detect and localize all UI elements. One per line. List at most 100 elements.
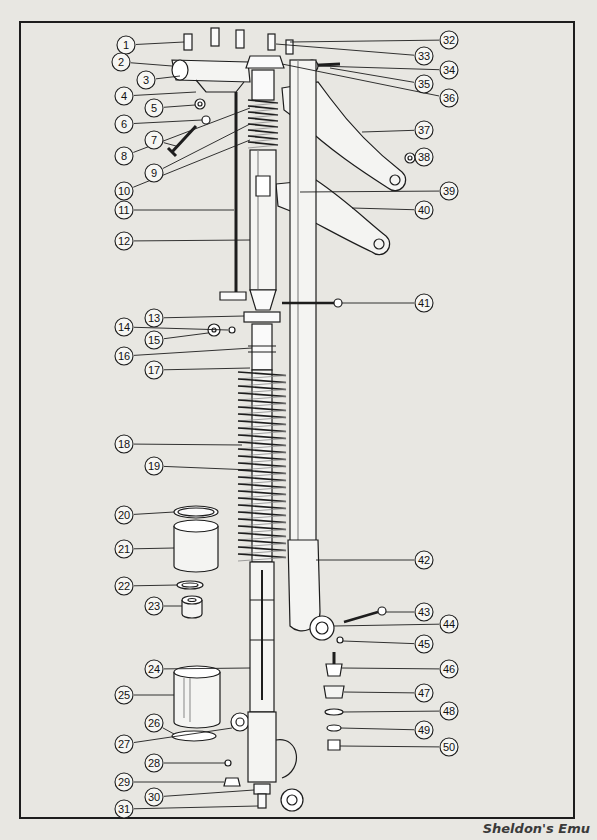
- callout-circle: [440, 738, 458, 756]
- leader-line: [164, 606, 182, 607]
- spring-coil: [238, 470, 286, 474]
- fork-part: [195, 99, 205, 109]
- fork-part: [257, 150, 258, 290]
- callout-number: 19: [145, 457, 163, 475]
- watermark: Sheldon's Emu: [483, 821, 590, 837]
- spring-coil: [238, 523, 286, 527]
- leader-line: [164, 790, 254, 796]
- fork-part: [250, 562, 274, 712]
- fork-part: [344, 612, 378, 622]
- spring-coil: [238, 397, 286, 401]
- spring-coil: [238, 488, 286, 492]
- spring-coil: [248, 100, 278, 103]
- fork-part: [202, 116, 210, 124]
- spring-coil: [238, 477, 286, 481]
- spring-coil: [238, 411, 286, 415]
- callout-circle: [440, 61, 458, 79]
- callout-number: 38: [415, 148, 433, 166]
- leader-line: [362, 130, 414, 132]
- fork-part: [182, 583, 198, 587]
- callout-circle: [415, 75, 433, 93]
- callout-number: 14: [115, 318, 133, 336]
- spring-coil: [238, 519, 286, 523]
- callout-circle: [440, 702, 458, 720]
- spring-coil: [238, 530, 286, 534]
- spring-coil: [238, 498, 286, 502]
- fork-part: [174, 526, 218, 572]
- callout-circle: [440, 31, 458, 49]
- callout-number: 34: [440, 61, 458, 79]
- leader-line: [131, 63, 172, 66]
- fork-part: [408, 156, 412, 160]
- callout-circle: [145, 597, 163, 615]
- spring-coil: [238, 460, 286, 464]
- spring-coil: [238, 509, 286, 513]
- fork-part: [337, 637, 343, 643]
- spring-coil: [238, 484, 286, 488]
- fork-part: [297, 60, 298, 550]
- callout-number: 23: [145, 597, 163, 615]
- leader-line: [282, 64, 439, 96]
- callout-circle: [440, 615, 458, 633]
- callout-circle: [415, 121, 433, 139]
- spring-coil: [238, 432, 286, 436]
- leader-line: [134, 92, 196, 95]
- fork-part: [184, 34, 192, 50]
- leader-line: [342, 303, 414, 304]
- leader-line: [134, 782, 224, 783]
- callout-number: 7: [145, 131, 163, 149]
- leader-line: [134, 695, 174, 696]
- spring-coil: [238, 495, 286, 499]
- leader-line: [164, 316, 244, 318]
- callout-circle: [115, 147, 133, 165]
- fork-part: [326, 664, 342, 676]
- spring-coil: [238, 442, 286, 446]
- callout-circle: [115, 201, 133, 219]
- callout-number: 25: [115, 686, 133, 704]
- spring-coil: [238, 537, 286, 541]
- spring-coil: [248, 109, 278, 112]
- leader-line: [343, 711, 439, 713]
- callout-number: 46: [440, 660, 458, 678]
- leader-line: [316, 560, 414, 561]
- callout-number: 29: [115, 773, 133, 791]
- leader-line: [164, 466, 252, 470]
- leader-line: [164, 333, 208, 339]
- spring-coil: [248, 103, 278, 106]
- callout-circle: [112, 31, 458, 818]
- spring-coil: [238, 554, 286, 558]
- callout-circle: [145, 164, 163, 182]
- callout-number: 45: [415, 635, 433, 653]
- callout-circle: [145, 660, 163, 678]
- callout-circle: [415, 551, 433, 569]
- spring-coil: [248, 115, 278, 118]
- spring-coil: [238, 404, 286, 408]
- leader-line: [163, 124, 250, 168]
- fork-part: [177, 581, 203, 589]
- leader-line: [330, 68, 414, 82]
- spring-coil: [238, 407, 286, 411]
- callout-circle: [115, 232, 133, 250]
- callout-circle: [115, 577, 133, 595]
- leader-line: [134, 444, 242, 446]
- leader-line: [342, 668, 439, 670]
- callout-circle: [112, 53, 130, 71]
- spring-coil: [238, 502, 286, 506]
- page-frame: [20, 22, 574, 818]
- spring-coil: [238, 516, 286, 520]
- callout-number: 4: [115, 87, 133, 105]
- callout-number: 36: [440, 89, 458, 107]
- leader-line: [164, 668, 250, 670]
- callout-circle: [415, 603, 433, 621]
- callout-circle: [415, 47, 433, 65]
- fork-part: [174, 506, 218, 518]
- spring-coil: [238, 551, 286, 555]
- callout-number: 9: [145, 164, 163, 182]
- spring-coil: [238, 474, 286, 478]
- fork-part: [188, 599, 196, 602]
- callout-circle: [145, 309, 163, 327]
- callout-number: 41: [415, 294, 433, 312]
- callout-number: 8: [115, 147, 133, 165]
- fork-part: [225, 760, 231, 766]
- spring-coil: [238, 383, 286, 387]
